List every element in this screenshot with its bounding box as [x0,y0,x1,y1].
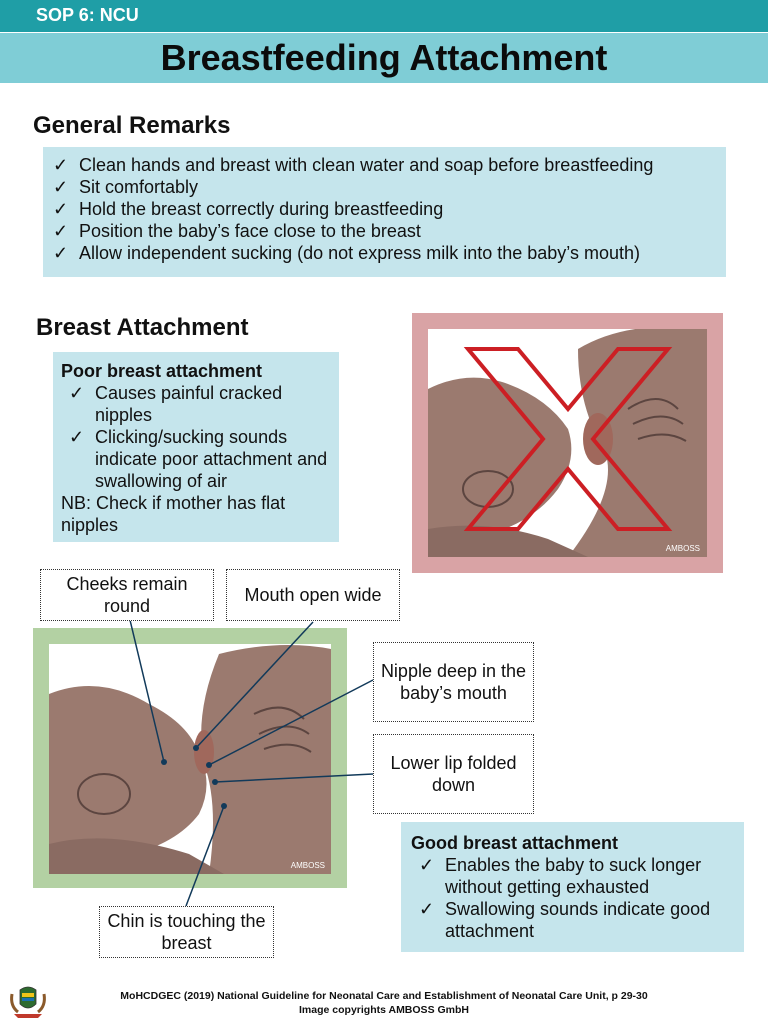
list-item: Hold the breast correctly during breastf… [53,198,718,220]
callout-cheeks: Cheeks remain round [40,569,214,621]
poor-attachment-illustration: AMBOSS [428,329,707,557]
general-remarks-heading: General Remarks [33,112,231,139]
list-item: Causes painful cracked nipples [69,382,331,426]
footer-copyright: Image copyrights AMBOSS GmbH [299,1004,469,1016]
poor-attachment-note: NB: Check if mother has flat nipples [61,493,286,535]
sop-tag: SOP 6: NCU [36,5,139,25]
good-attachment-image: AMBOSS [33,628,347,888]
list-item: Enables the baby to suck longer without … [419,854,736,898]
good-attachment-title: Good breast attachment [411,833,619,853]
watermark: AMBOSS [291,861,325,870]
poor-attachment-image: AMBOSS [412,313,723,573]
list-item: Swallowing sounds indicate good attachme… [419,898,736,942]
list-item: Position the baby’s face close to the br… [53,220,718,242]
callout-lip: Lower lip folded down [373,734,534,814]
callout-nipple: Nipple deep in the baby’s mouth [373,642,534,722]
page-title: Breastfeeding Attachment [160,37,608,78]
poor-attachment-title: Poor breast attachment [61,361,263,381]
list-item: Sit comfortably [53,176,718,198]
general-remarks-box: Clean hands and breast with clean water … [43,147,726,277]
good-attachment-box: Good breast attachment Enables the baby … [401,822,744,952]
callout-chin: Chin is touching the breast [99,906,274,958]
coat-of-arms-logo [8,984,48,1020]
list-item: Clean hands and breast with clean water … [53,154,718,176]
poor-attachment-box: Poor breast attachment Causes painful cr… [53,352,339,542]
list-item: Clicking/sucking sounds indicate poor at… [69,426,331,492]
title-bar: Breastfeeding Attachment [0,33,768,83]
good-attachment-illustration: AMBOSS [49,645,331,874]
callout-mouth: Mouth open wide [226,569,400,621]
list-item: Allow independent sucking (do not expres… [53,242,718,264]
footer-citation: MoHCDGEC (2019) National Guideline for N… [120,990,648,1002]
breast-attachment-heading: Breast Attachment [36,314,249,341]
watermark: AMBOSS [666,544,700,553]
footer: MoHCDGEC (2019) National Guideline for N… [100,989,668,1017]
top-bar: SOP 6: NCU [0,0,768,32]
general-remarks-list: Clean hands and breast with clean water … [53,154,718,264]
